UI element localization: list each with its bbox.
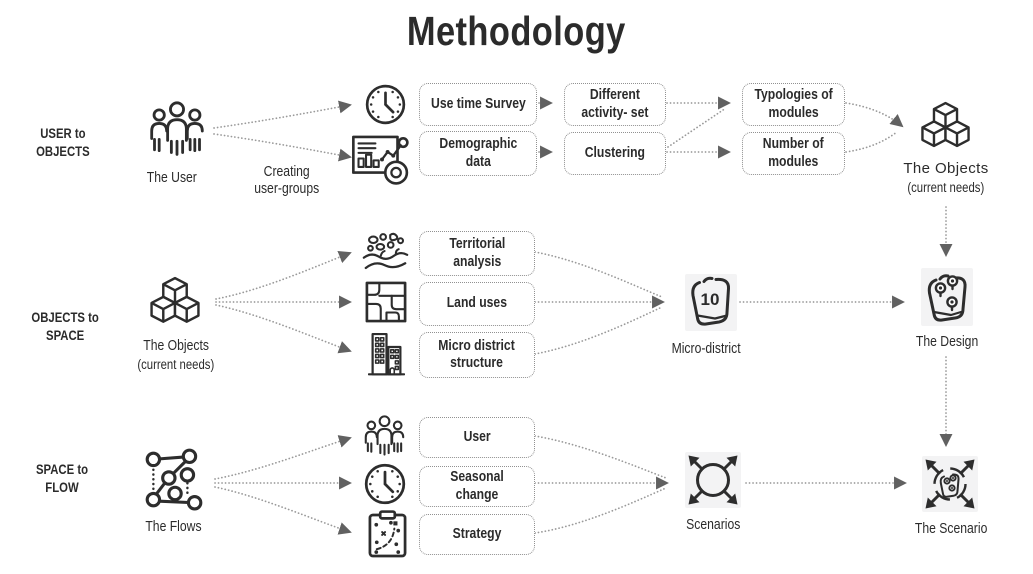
row1-label: USER to OBJECTS [36,126,90,160]
box-number-of-modules: Number of modules [742,132,845,175]
map-pins-icon [921,268,973,326]
cubes-icon [145,275,205,330]
box-land-uses: Land uses [419,282,535,326]
row3-source-caption: The Flows [144,519,202,535]
analytics-icon [351,130,413,187]
clock-icon [363,462,407,506]
expand-circle-icon [685,452,741,508]
row2-source-subcaption: (current needs) [137,357,215,372]
box-demographic-data: Demographic data [419,131,537,176]
clock-icon [364,83,407,126]
cubes-icon [916,100,975,154]
expand-map-icon [922,456,978,512]
row2-source-caption: The Objects [143,338,209,354]
terrain-icon [362,231,409,273]
box-territorial-analysis: Territorial analysis [419,231,535,276]
users-group-icon [147,99,207,161]
row3-label: SPACE to FLOW [35,462,89,496]
page-title: Methodology [0,8,1033,55]
strategy-board-icon [367,510,408,559]
row2-middle-caption: Micro-district [671,341,741,357]
district-count-value: 10 [700,290,720,309]
row3-middle-caption: Scenarios [686,517,741,533]
row1-result-caption: The Objects [903,160,989,177]
box-micro-district-structure: Micro district structure [419,332,535,378]
users-group-icon [362,415,407,458]
row2-label: OBJECTS to SPACE [31,310,99,344]
box-strategy: Strategy [419,514,535,555]
buildings-icon [368,331,405,376]
box-typologies-of-modules: Typologies of modules [742,83,845,126]
box-clustering: Clustering [564,132,666,175]
page-title-text: Methodology [407,8,626,54]
box-seasonal-change: Seasonal change [419,466,535,507]
district-boundary-icon [685,274,737,331]
row3-result-caption: The Scenario [914,521,988,537]
box-different-activity-set: Different activity- set [564,83,666,126]
box-user: User [419,417,535,458]
network-icon [141,446,207,512]
row1-result-subcaption: (current needs) [907,180,985,195]
row1-note: Creating user-groups [254,164,320,198]
row1-source-caption: The User [146,170,198,186]
land-map-icon [365,281,407,323]
box-use-time-survey: Use time Survey [419,83,537,126]
row2-result-caption: The Design [915,334,979,350]
